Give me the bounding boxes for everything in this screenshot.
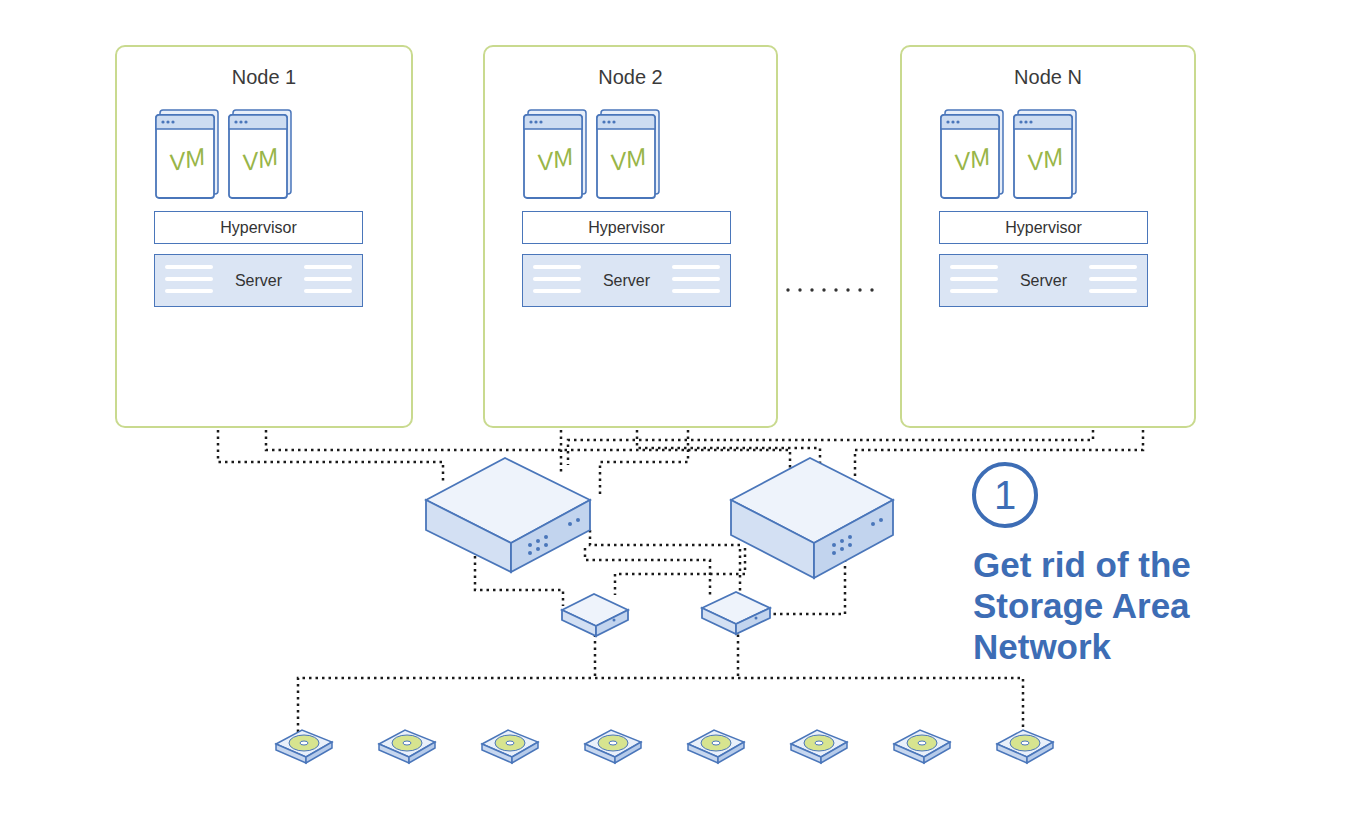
hypervisor-label: Hypervisor — [1001, 219, 1085, 237]
node-title: Node N — [902, 66, 1194, 89]
vm-icon: VM — [522, 108, 588, 200]
vm-icon: VM — [1012, 108, 1078, 200]
hypervisor-label: Hypervisor — [584, 219, 668, 237]
hypervisor-box: Hypervisor — [154, 211, 363, 244]
vm-icon: VM — [939, 108, 1005, 200]
vm-icon: VM — [595, 108, 661, 200]
hypervisor-box: Hypervisor — [522, 211, 731, 244]
hypervisor-box: Hypervisor — [939, 211, 1148, 244]
node-title: Node 1 — [117, 66, 411, 89]
server-box: Server — [522, 254, 731, 307]
node-box: Node N VMVM HypervisorServer — [900, 45, 1196, 428]
server-label: Server — [599, 272, 654, 290]
server-label: Server — [231, 272, 286, 290]
server-box: Server — [154, 254, 363, 307]
hypervisor-label: Hypervisor — [216, 219, 300, 237]
vm-icon: VM — [154, 108, 220, 200]
callout-text: Get rid of the Storage Area Network — [973, 544, 1273, 667]
callout-number: 1 — [972, 462, 1038, 528]
node-title: Node 2 — [485, 66, 776, 89]
vm-icon: VM — [227, 108, 293, 200]
node-box: Node 2 VMVM HypervisorServer — [483, 45, 778, 428]
server-box: Server — [939, 254, 1148, 307]
node-box: Node 1 VMVM HypervisorServer — [115, 45, 413, 428]
server-label: Server — [1016, 272, 1071, 290]
